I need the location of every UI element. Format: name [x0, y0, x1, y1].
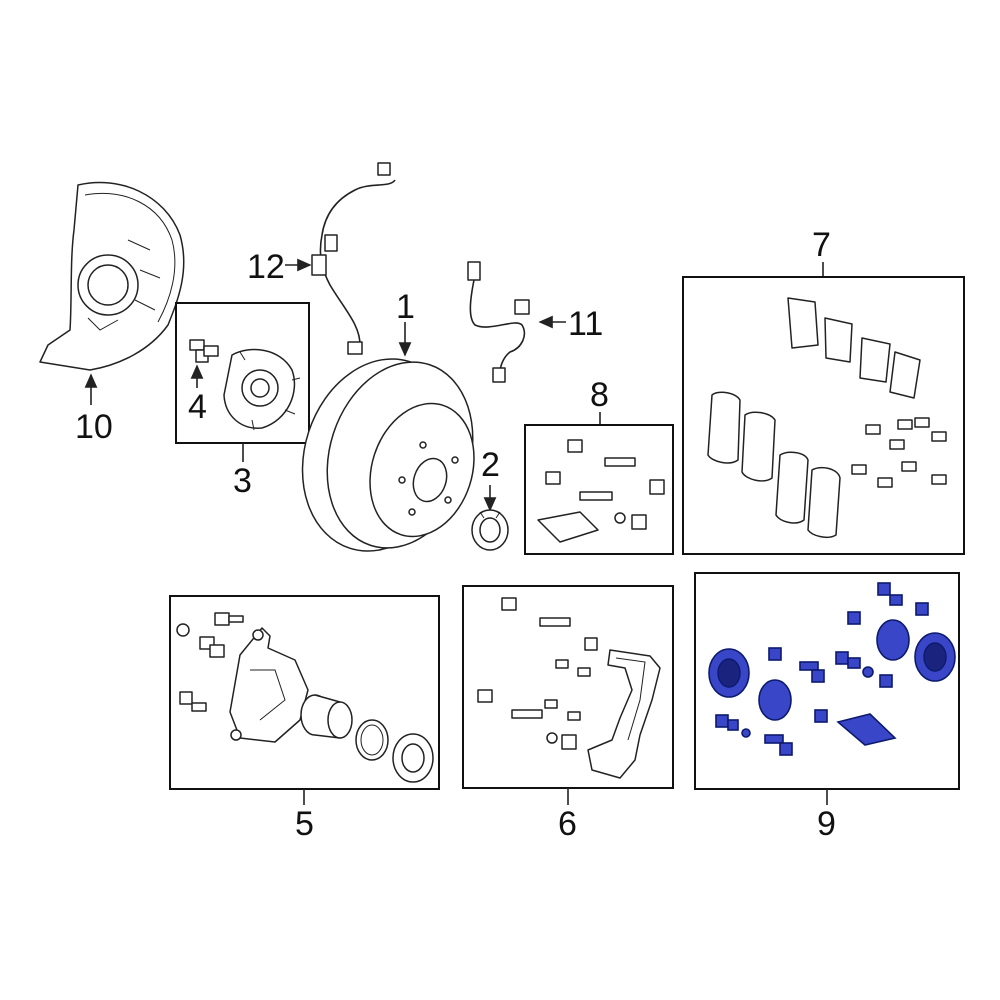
brake-rotor-part[interactable] [278, 339, 496, 572]
overhaul-kit-seals-parts[interactable] [708, 619, 956, 721]
callout-4: 4 [188, 388, 207, 426]
callout-6: 6 [558, 805, 577, 843]
wheel-hub-part[interactable] [223, 348, 301, 431]
brake-caliper-part[interactable] [229, 627, 309, 743]
callout-3: 3 [233, 462, 252, 500]
callout-12: 12 [247, 248, 285, 286]
callout-2: 2 [481, 446, 500, 484]
pad-clips-parts[interactable] [851, 417, 947, 488]
callout-1: 1 [396, 288, 415, 326]
wheel-bolt-part[interactable] [189, 339, 219, 363]
guide-pin-kit-parts[interactable] [537, 439, 665, 543]
callout-5: 5 [295, 805, 314, 843]
caliper-bracket-part[interactable] [587, 649, 661, 779]
callout-10: 10 [75, 408, 113, 446]
brake-pads-parts[interactable] [707, 391, 841, 538]
brake-pad-shims-parts[interactable] [787, 297, 921, 399]
dust-shield-part[interactable] [39, 181, 185, 371]
guide-pin-kit-box [524, 424, 674, 555]
brake-pad-kit-box [682, 276, 965, 555]
brake-hose-part[interactable] [467, 261, 530, 383]
overhaul-kit-grease-packet-part[interactable] [836, 713, 897, 746]
piston-seal-part[interactable] [355, 719, 389, 761]
hub-nut-part[interactable] [471, 509, 509, 551]
bracket-bolts-parts[interactable] [477, 597, 598, 750]
callout-7: 7 [812, 226, 831, 264]
callout-9: 9 [817, 805, 836, 843]
callout-8: 8 [590, 376, 609, 414]
caliper-piston-part[interactable] [300, 694, 353, 739]
caliper-bolts-parts[interactable] [176, 612, 244, 712]
abs-sensor-wire-part[interactable] [311, 162, 396, 355]
piston-boot-part[interactable] [392, 733, 434, 783]
overhaul-kit-hardware-parts[interactable] [715, 582, 929, 756]
callout-11: 11 [568, 305, 603, 343]
